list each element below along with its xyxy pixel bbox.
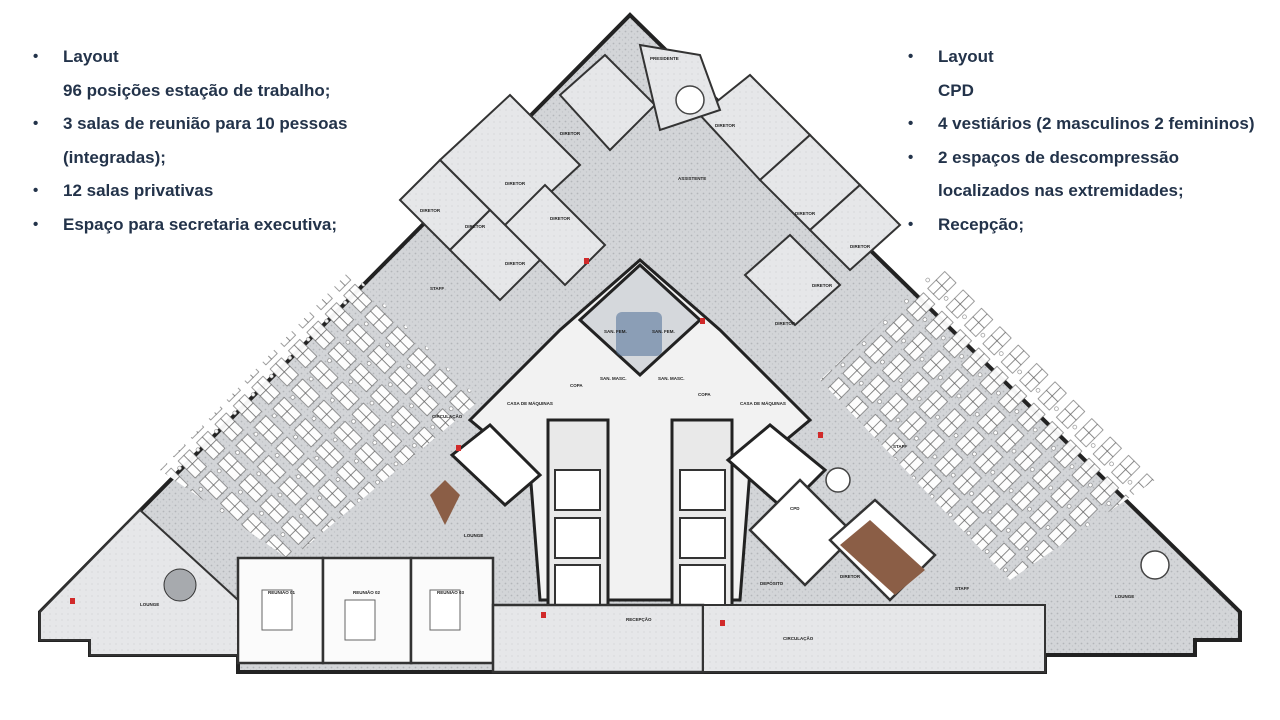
director-offices-right [638,43,902,327]
label-diretor-11: DIRETOR [775,321,796,326]
bullet-icon: • [908,48,914,65]
label-diretor-4: DIRETOR [420,208,441,213]
label-diretor-5: DIRETOR [465,224,486,229]
label-diretor-1: DIRETOR [560,131,581,136]
label-san-fem-left: SAN. FEM. [604,329,627,334]
label-casa-maquinas-right: CASA DE MÁQUINAS [740,400,786,406]
label-diretor-8: DIRETOR [795,211,816,216]
label-cpd: CPD [790,506,800,511]
circulation-bottom [702,604,1046,673]
label-diretor-10: DIRETOR [812,283,833,288]
label-recepcao: RECEPÇÃO [626,616,652,622]
label-reuniao-01: REUNIÃO 01 [268,589,296,595]
bullet-icon: • [33,48,39,65]
label-lounge-right: LOUNGE [1115,594,1134,599]
right-note-item: •4 vestiários (2 masculinos 2 femininos) [908,107,1268,141]
label-circulacao-left: CIRCULAÇÃO [432,413,463,419]
label-deposito: DEPÓSITO [760,579,784,586]
label-diretor-7: DIRETOR [715,123,736,128]
label-lounge-center: LOUNGE [464,533,483,538]
label-copa-right: COPA [698,392,711,397]
label-diretor-9: DIRETOR [850,244,871,249]
label-diretor-12: DIRETOR [840,574,861,579]
reception-area [491,603,705,674]
label-casa-maquinas-left: CASA DE MÁQUINAS [507,400,553,406]
label-staff-bottom: STAFF [955,586,969,591]
label-san-masc-left: SAN. MASC. [600,376,627,381]
label-diretor-2: DIRETOR [505,181,526,186]
bullet-icon: • [908,215,914,233]
label-presidente: PRESIDENTE [650,56,679,61]
right-note-item: •Recepção; [908,208,1268,242]
meeting-rooms [236,556,495,665]
director-offices-left [398,53,657,302]
left-note-item: •12 salas privativas [33,174,363,208]
staff-zone-right [820,265,1155,580]
label-staff-right: STAFF [893,444,907,449]
label-diretor-3: DIRETOR [550,216,571,221]
label-staff-left: STAFF [430,286,444,291]
left-note-item: •Espaço para secretaria executiva; [33,208,363,242]
bullet-icon: • [33,215,39,233]
bullet-icon: • [908,115,914,132]
central-core [449,258,828,612]
label-san-masc-right: SAN. MASC. [658,376,685,381]
bullet-icon: • [33,115,39,132]
bullet-icon: • [908,148,914,166]
label-lounge-left: LOUNGE [140,602,159,607]
lounge-left [39,508,239,656]
left-note-item: •3 salas de reunião para 10 pessoas(inte… [33,107,363,174]
label-assistente: ASSISTENTE [678,176,706,181]
bullet-icon: • [33,182,39,199]
label-diretor-6: DIRETOR [505,261,526,266]
label-san-fem-right: SAN. FEM. [652,329,675,334]
label-reuniao-03: REUNIÃO 03 [437,589,465,595]
label-circulacao-bottom: CIRCULAÇÃO [783,635,814,641]
label-copa-left: COPA [570,383,583,388]
label-reuniao-02: REUNIÃO 02 [353,589,381,595]
staff-zone-left [160,270,480,560]
